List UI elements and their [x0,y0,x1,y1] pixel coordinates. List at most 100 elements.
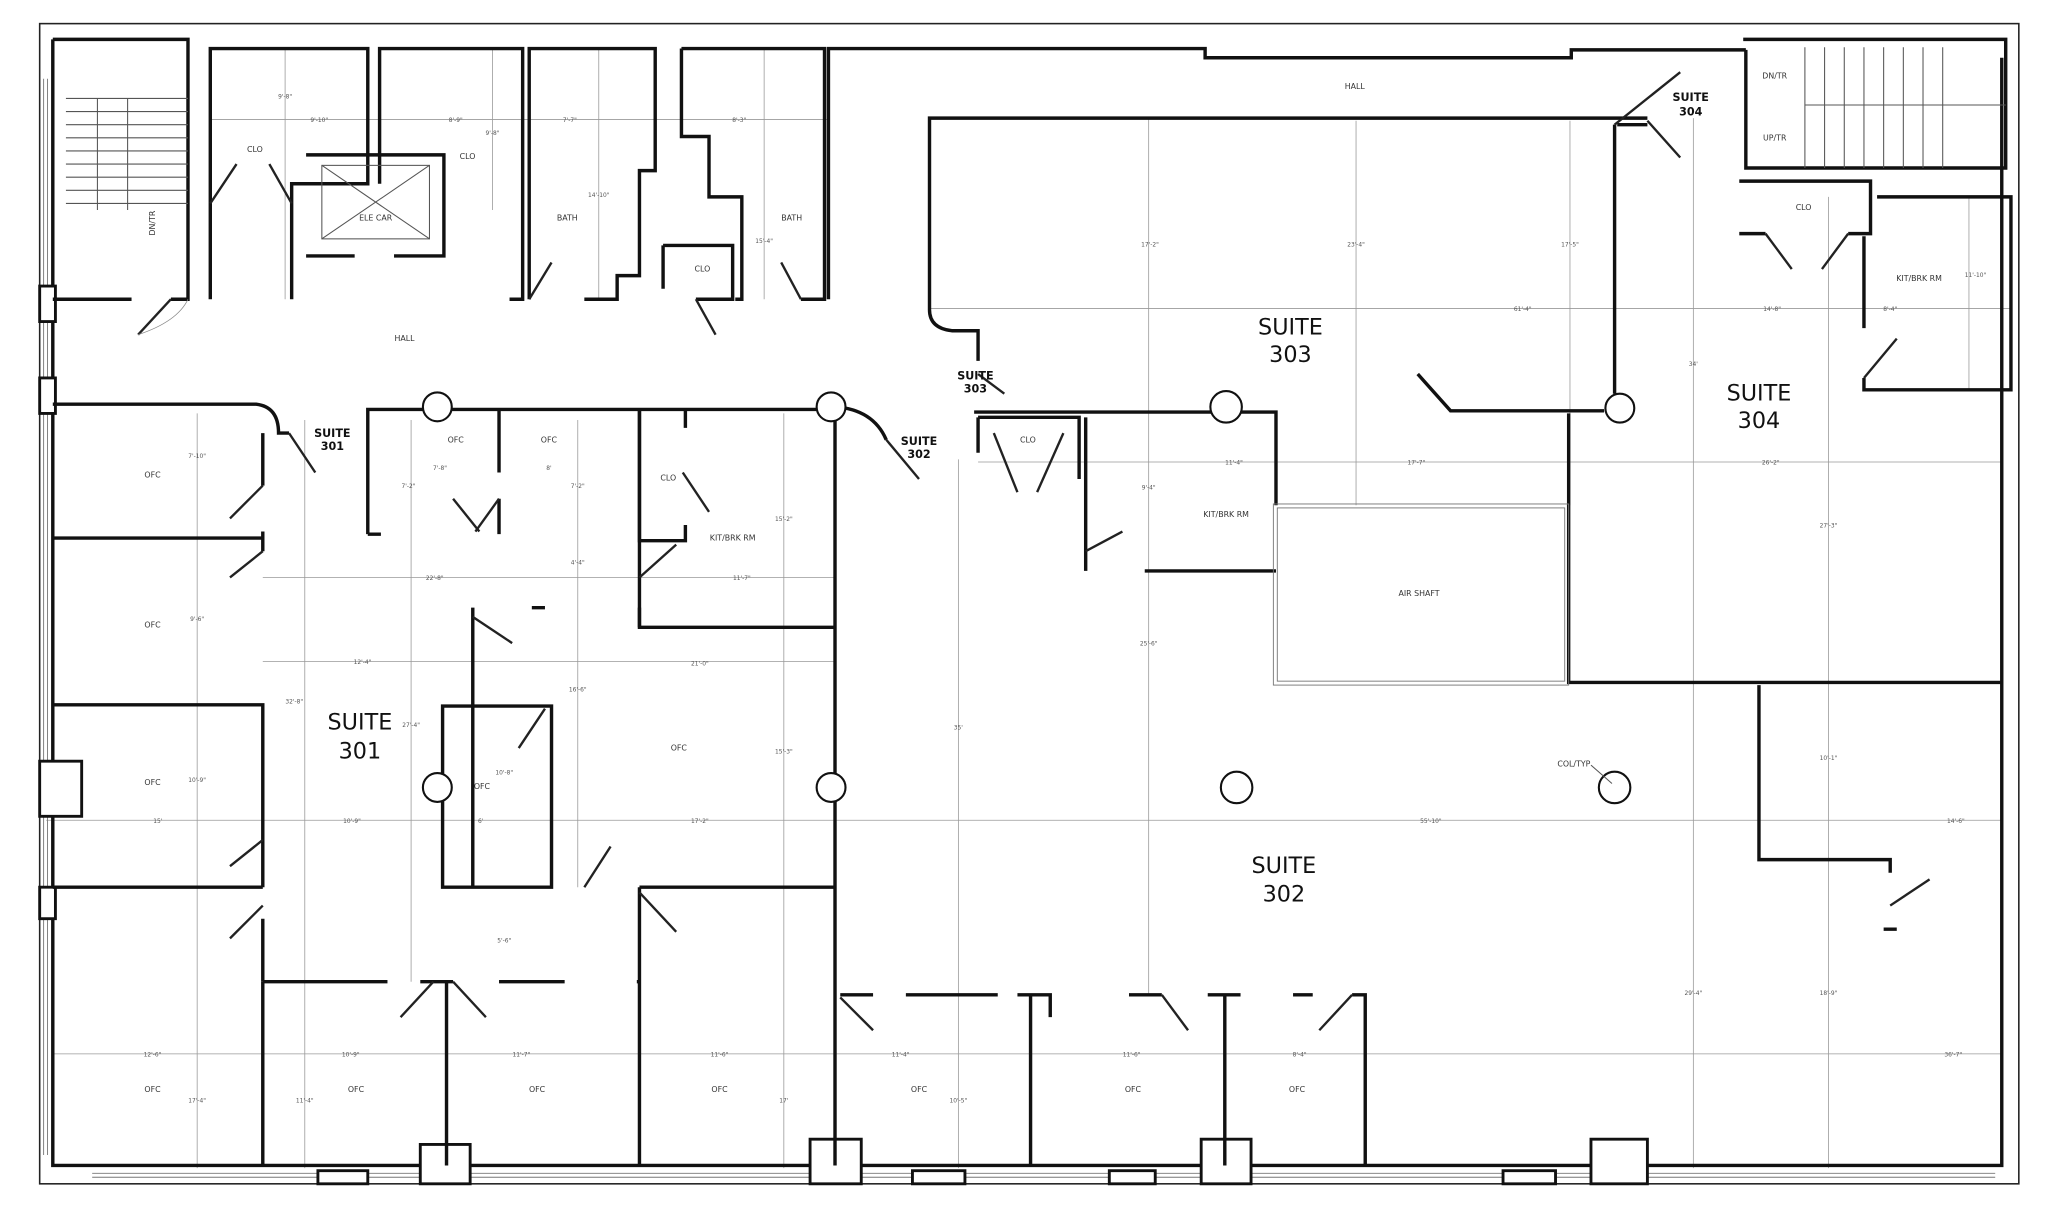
column [1219,770,1254,805]
dimension-label: 7'-2" [571,484,585,490]
room-label-kit: KIT/BRK RM [1896,274,1942,283]
room-label-elevator: ELE CAR [359,213,393,222]
dimension-label: 10'-9" [342,1053,360,1059]
dimension-label: 27'-4" [402,723,420,729]
dimension-lines [46,48,2011,1169]
suite-labels: SUITE 301 SUITE 302 SUITE 303 SUITE 304 … [314,91,1791,908]
room-label-clo: CLO [660,473,676,482]
room-label-clo: CLO [1796,203,1812,212]
dimension-label: 14'-8" [1763,307,1781,313]
room-label-ofc: OFC [711,1085,728,1094]
entry-301-label: SUITE [314,427,350,440]
suite-302-walls [833,405,1570,1166]
column [421,391,453,423]
dimension-label: 7'-7" [563,118,577,124]
dimension-label: 6' [478,819,484,825]
suite-303-label: SUITE [1258,315,1323,341]
room-label-bath: BATH [557,213,578,222]
dimension-label: 7'-10" [188,454,206,460]
dimension-label: 32'-8" [285,699,303,705]
room-label-ofc: OFC [671,744,688,753]
sheet-border [38,22,2020,1185]
dimension-label: 16'-6" [569,688,587,694]
dimension-label: 11'-6" [1123,1053,1141,1059]
room-label-bath: BATH [781,213,802,222]
dimension-label: 18'-9" [1820,991,1838,997]
dimension-label: 11'-7" [512,1053,530,1059]
dimension-label: 14'-10" [588,193,610,199]
entry-303-number: 303 [964,382,987,395]
room-label-hall: HALL [1345,82,1366,91]
dimension-label: 27'-3" [1820,524,1838,530]
suite-302-label: SUITE [1251,853,1316,879]
dimension-label: 36'-7" [1944,1053,1962,1059]
room-label-stair-dn: DN/TR [148,210,157,235]
dimension-label: 17'-2" [691,819,709,825]
doors [137,71,1931,1032]
column-note-leader [1590,764,1613,784]
dimension-label: 5'-6" [497,938,511,944]
room-labels: HALL HALL CLO CLO CLO CLO CLO CLO BATH B… [144,72,1942,1094]
dimension-label: 17'-7" [1408,461,1426,467]
room-label-ofc: OFC [144,620,161,629]
dimension-label: 15'-3" [775,749,793,755]
dimension-label: 15' [153,819,162,825]
dimension-label: 9'-8" [278,94,292,100]
room-label-stair-up: UP/TR [1763,133,1787,142]
suite-302-number: 302 [1263,882,1306,908]
dimension-label: 12'-4" [354,660,372,666]
columns [421,390,1636,805]
dimension-label: 55'-10" [1420,819,1442,825]
room-label-kit: KIT/BRK RM [710,534,756,543]
room-label-clo: CLO [1020,435,1036,444]
dimension-label: 11'-10" [1965,273,1987,279]
dimension-label: 9'-10" [310,118,328,124]
room-label-column-note: COL/TYP [1557,759,1590,768]
room-label-kit: KIT/BRK RM [1203,510,1249,519]
dimension-label: 8'-4" [1883,307,1897,313]
room-label-ofc: OFC [541,435,558,444]
column [421,771,453,803]
suite-303-walls [927,116,1648,413]
dimension-label: 10'-9" [343,819,361,825]
dimension-label: 17'-5" [1561,243,1579,249]
dimension-label: 11'-4" [296,1098,314,1104]
dimension-label: 17'-2" [1141,243,1159,249]
dimension-label: 4'-4" [571,560,585,566]
entry-303-label: SUITE [957,369,993,382]
suite-301-walls [52,402,836,1166]
dimension-label: 10'-9" [188,778,206,784]
dimension-label: 11'-6" [711,1053,729,1059]
dimension-label: 7'-8" [433,466,447,472]
dimension-label: 61'-4" [1514,307,1532,313]
column [815,771,847,803]
room-label-clo: CLO [460,152,476,161]
suite-303-number: 303 [1269,342,1312,368]
dimension-label: 15'-4" [755,239,773,245]
room-label-ofc: OFC [1125,1085,1142,1094]
dimension-label: 9'-4" [1142,486,1156,492]
exterior-walls [38,39,2004,1186]
dimension-label: 10'-8" [495,770,513,776]
room-label-ofc: OFC [348,1085,365,1094]
entry-302-label: SUITE [901,435,937,448]
room-label-clo: CLO [695,265,711,274]
room-label-ofc: OFC [474,782,491,791]
dimension-label: 23'-4" [1347,243,1365,249]
dimension-label: 25'-6" [1140,642,1158,648]
column [1604,392,1636,424]
room-label-ofc: OFC [529,1085,546,1094]
entry-304-number: 304 [1679,105,1703,118]
dimension-label: 8'-9" [449,118,463,124]
dimension-label: 8'-4" [1293,1053,1307,1059]
column [1209,390,1243,424]
dimension-label: 12'-6" [144,1053,162,1059]
column [815,391,847,423]
dimension-label: 8' [546,466,552,472]
dimension-label: 17' [779,1098,788,1104]
room-label-ofc: OFC [144,471,161,480]
dimension-label: 9'-6" [190,617,204,623]
dimension-label: 14'-6" [1947,819,1965,825]
dimension-label: 35' [954,726,963,732]
room-label-ofc: OFC [1289,1085,1306,1094]
